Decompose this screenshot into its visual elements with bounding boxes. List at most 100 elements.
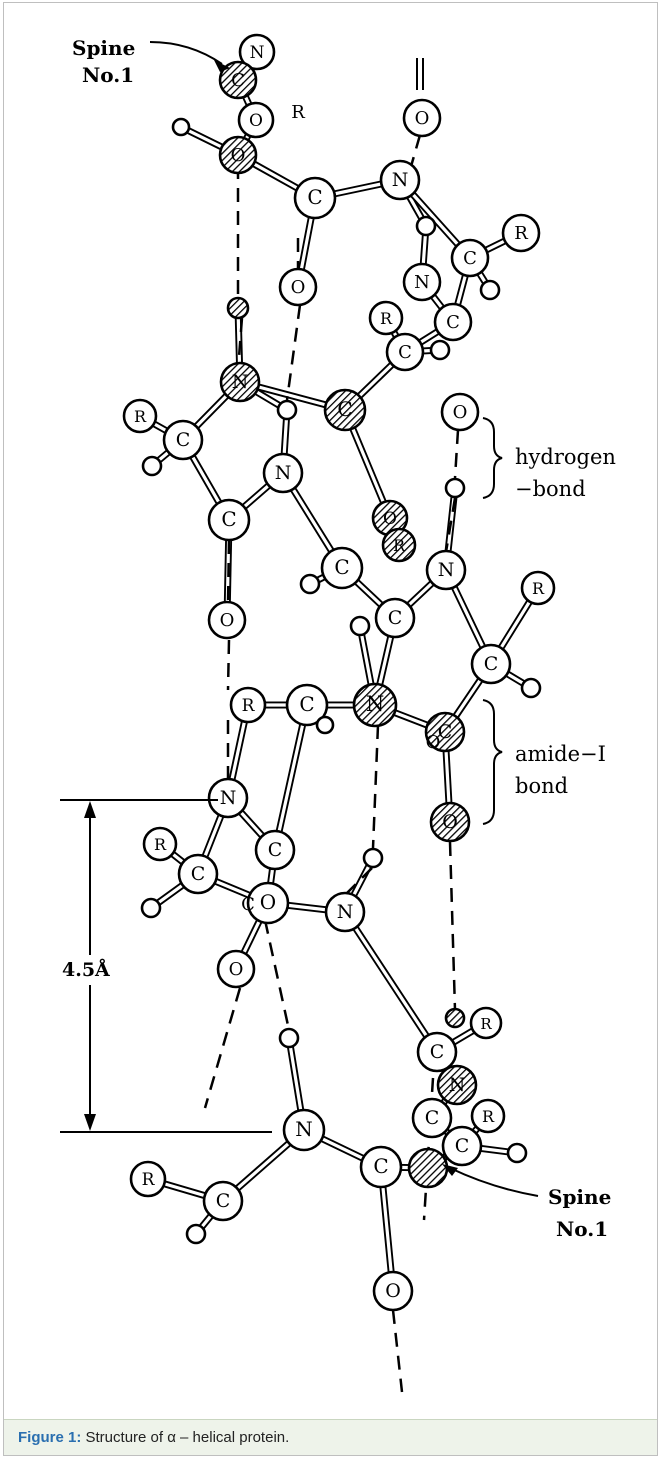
atom-label-n: N bbox=[392, 169, 409, 191]
atom-label-c: C bbox=[425, 1107, 440, 1129]
atom-c bbox=[202, 1180, 244, 1222]
atom-c bbox=[441, 1125, 483, 1167]
atom-n bbox=[262, 452, 304, 494]
atom-c bbox=[218, 60, 258, 100]
atom-label-o: O bbox=[249, 111, 263, 131]
hydrogen-bond-dash bbox=[453, 429, 460, 479]
hydrogen-atom bbox=[520, 677, 542, 699]
hydrogen-bond-dash bbox=[448, 841, 457, 1011]
annotation-layer: Spine No.1 hydrogen −bond amide−I bond 4… bbox=[60, 36, 616, 1241]
atom-c bbox=[416, 1031, 458, 1073]
hydrogen-bond-label-line1: hydrogen bbox=[515, 445, 616, 469]
atom-r bbox=[470, 1098, 506, 1134]
atom-label-n: N bbox=[250, 43, 265, 63]
atom-label-c: C bbox=[438, 721, 453, 743]
atom-label-r: R bbox=[393, 536, 406, 555]
atom-label-n: N bbox=[295, 1117, 313, 1141]
spine-arrowhead-top bbox=[214, 60, 230, 72]
hydrogen-atom bbox=[415, 215, 437, 237]
hydrogen-atom bbox=[185, 1223, 207, 1245]
atom-label-r: R bbox=[380, 309, 393, 328]
atom-r bbox=[129, 1160, 167, 1198]
hydrogen-atom bbox=[349, 615, 371, 637]
atom-c bbox=[385, 332, 425, 372]
hydrogen-atom bbox=[429, 339, 451, 361]
atom-label-r: R bbox=[514, 223, 528, 244]
atom-label-n: N bbox=[232, 371, 249, 393]
atom-n bbox=[238, 33, 276, 71]
atom-c bbox=[374, 597, 416, 639]
atom-label-n: N bbox=[366, 692, 384, 716]
atom-c bbox=[411, 1097, 453, 1139]
figure-caption-label: Figure 1: bbox=[18, 1429, 82, 1446]
atom-label-o: O bbox=[426, 732, 441, 753]
atom-c bbox=[320, 546, 364, 590]
spine-label-top-line1: Spine bbox=[72, 36, 135, 60]
atom-label-r: R bbox=[134, 407, 147, 426]
atom-label-o: O bbox=[260, 890, 276, 914]
hydrogen-atom bbox=[140, 897, 162, 919]
atom-o bbox=[278, 267, 318, 307]
spine-label-bottom-line2: No.1 bbox=[556, 1217, 608, 1241]
covalent-bond-core bbox=[343, 910, 439, 1054]
atom-c bbox=[207, 498, 251, 542]
atom-o bbox=[218, 135, 258, 175]
hydrogen-bond-label-line2: −bond bbox=[515, 477, 586, 501]
atom-n bbox=[352, 682, 398, 728]
atom-label-n: N bbox=[449, 1074, 466, 1096]
atom-n bbox=[282, 1108, 326, 1152]
hydrogen-bond-dash bbox=[391, 1309, 404, 1393]
figure-caption: Figure 1: Structure of α – helical prote… bbox=[18, 1429, 289, 1446]
distance-arrowhead-up bbox=[84, 801, 96, 818]
atom-n bbox=[207, 777, 249, 819]
atom-label-r: R bbox=[142, 1170, 156, 1190]
atom-c bbox=[285, 683, 329, 727]
atom-label-c: C bbox=[463, 248, 477, 269]
atom-label-r: R bbox=[532, 579, 545, 598]
atom-c bbox=[450, 238, 490, 278]
atom-label-o: O bbox=[385, 1280, 401, 1302]
atom-label-c: C bbox=[299, 692, 314, 716]
hydrogen-bond-dash bbox=[343, 867, 373, 897]
spine-label-bottom-line1: Spine bbox=[548, 1185, 611, 1209]
hydrogen-bond-dash bbox=[203, 987, 242, 1109]
hydrogen-atom bbox=[444, 1007, 466, 1029]
hydrogen-atom bbox=[444, 477, 466, 499]
atom-r bbox=[520, 570, 556, 606]
atom-label-o: O bbox=[231, 145, 246, 166]
hydrogen-atom bbox=[278, 1027, 300, 1049]
atom-label-c: C bbox=[337, 397, 352, 421]
atom-label-c: C bbox=[191, 863, 206, 885]
atom-o bbox=[237, 101, 275, 139]
atom-label-n: N bbox=[337, 901, 354, 923]
atom-label-r: R bbox=[154, 835, 167, 854]
atom-o bbox=[246, 881, 290, 925]
spine-label-top-line2: No.1 bbox=[82, 63, 134, 87]
atom-n bbox=[436, 1064, 478, 1106]
hydrogen-bond-layer bbox=[203, 134, 460, 1393]
distance-label: 4.5Å bbox=[62, 958, 110, 981]
hydrogen-bond-dash bbox=[371, 724, 380, 849]
atom-label-r: R bbox=[242, 696, 256, 716]
atom-c bbox=[433, 302, 473, 342]
hydrogen-atom bbox=[226, 296, 250, 320]
spine-arrow-bottom bbox=[449, 1167, 539, 1197]
atom-label-c: C bbox=[216, 1190, 231, 1212]
hydrogen-bond-dash bbox=[263, 919, 291, 1031]
hydrogen-atom bbox=[141, 455, 163, 477]
atom-label-c: C bbox=[455, 1135, 470, 1157]
atom-c bbox=[424, 711, 466, 753]
hydrogen-atom bbox=[315, 715, 335, 735]
spine-atom bbox=[407, 1147, 449, 1189]
hydrogen-bond-dash bbox=[226, 539, 231, 604]
amide-bond-brace bbox=[482, 699, 503, 825]
hydrogen-atom bbox=[479, 279, 501, 301]
atom-label-o: O bbox=[229, 959, 244, 980]
amide-bond-label-line2: bond bbox=[515, 774, 568, 798]
atom-c bbox=[162, 419, 204, 461]
atom-label-c: C bbox=[231, 70, 245, 91]
atom-label-c: C bbox=[430, 1041, 445, 1063]
atom-label-o: O bbox=[383, 509, 397, 529]
